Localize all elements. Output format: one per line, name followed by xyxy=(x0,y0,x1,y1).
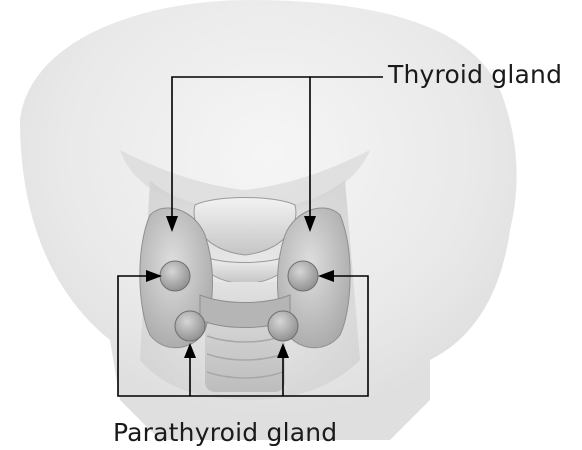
parathyroid-lower-left xyxy=(175,311,205,341)
thyroid-gland-label: Thyroid gland xyxy=(388,60,562,89)
parathyroid-upper-right xyxy=(288,261,318,291)
parathyroid-gland-label: Parathyroid gland xyxy=(113,418,337,447)
parathyroid-upper-left xyxy=(160,261,190,291)
parathyroid-lower-right xyxy=(268,311,298,341)
